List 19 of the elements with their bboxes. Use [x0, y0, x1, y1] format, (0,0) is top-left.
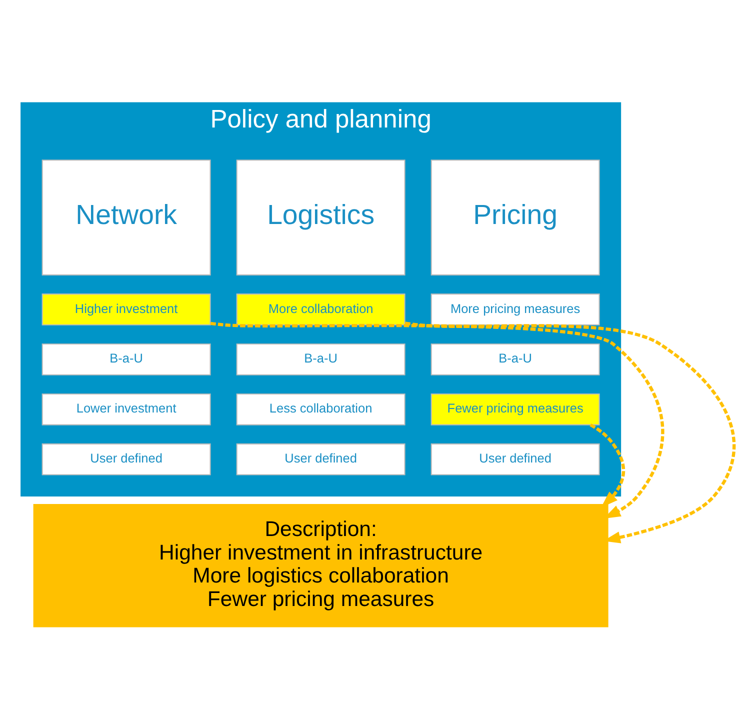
node-box: More collaboration [236, 293, 406, 325]
node-box: B-a-U [236, 343, 406, 375]
node-box: Higher investment [42, 293, 211, 325]
arrow [404, 321, 736, 543]
node-box: User defined [236, 442, 406, 475]
node-box: User defined [430, 442, 600, 475]
node-box: More pricing measures [430, 293, 600, 325]
arrow [210, 321, 664, 518]
node-box: Logistics [236, 159, 406, 275]
node-box: Fewer pricing measures [430, 392, 600, 425]
node-box: Pricing [430, 159, 600, 275]
node-box: Description: Higher investment in infrastructure More logistics collaboration Fewer pricing measures [33, 503, 608, 627]
node-box: User defined [42, 442, 211, 475]
node-box: Less collaboration [236, 392, 406, 425]
node-box: Lower investment [42, 392, 211, 425]
arrow [590, 422, 626, 508]
node-box: B-a-U [42, 343, 211, 375]
node-box: Network [42, 159, 211, 275]
node-box: B-a-U [430, 343, 600, 375]
